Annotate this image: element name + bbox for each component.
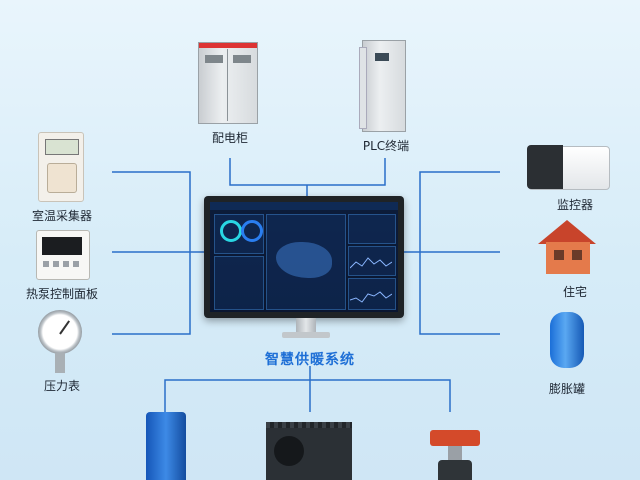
room-temp-collector-label: 室温采集器 xyxy=(31,209,93,223)
plc-terminal-label: PLC终端 xyxy=(362,139,410,153)
expansion-tank-image xyxy=(550,312,584,368)
heat-pump-panel-image xyxy=(36,230,90,280)
house-image xyxy=(532,218,602,276)
monitor-neck xyxy=(296,318,316,332)
residence-label: 住宅 xyxy=(562,285,588,299)
water-pump-image xyxy=(146,412,186,480)
pressure-gauge-stem xyxy=(55,353,65,373)
heat-pump-unit-image xyxy=(266,422,352,480)
expansion-tank-label: 膨胀罐 xyxy=(548,382,586,396)
room-temp-collector-image xyxy=(38,132,84,202)
valve-image xyxy=(428,416,484,480)
line-bottom-bus xyxy=(164,379,451,412)
line-left-bus xyxy=(112,171,191,335)
plc-terminal-image xyxy=(359,40,406,132)
line-right-bus xyxy=(419,171,500,335)
system-title: 智慧供暖系统 xyxy=(265,352,355,368)
camera-image xyxy=(527,145,610,190)
pressure-gauge-label: 压力表 xyxy=(43,379,81,393)
dashboard-screen xyxy=(210,202,398,312)
distribution-cabinet-image xyxy=(198,42,258,124)
camera-label: 监控器 xyxy=(556,198,594,212)
pressure-gauge-image xyxy=(38,310,82,354)
line-cabinet xyxy=(229,158,386,186)
system-monitor xyxy=(204,196,404,318)
heat-pump-panel-label: 热泵控制面板 xyxy=(25,287,99,301)
distribution-cabinet-label: 配电柜 xyxy=(211,131,249,145)
monitor-base xyxy=(282,332,330,338)
